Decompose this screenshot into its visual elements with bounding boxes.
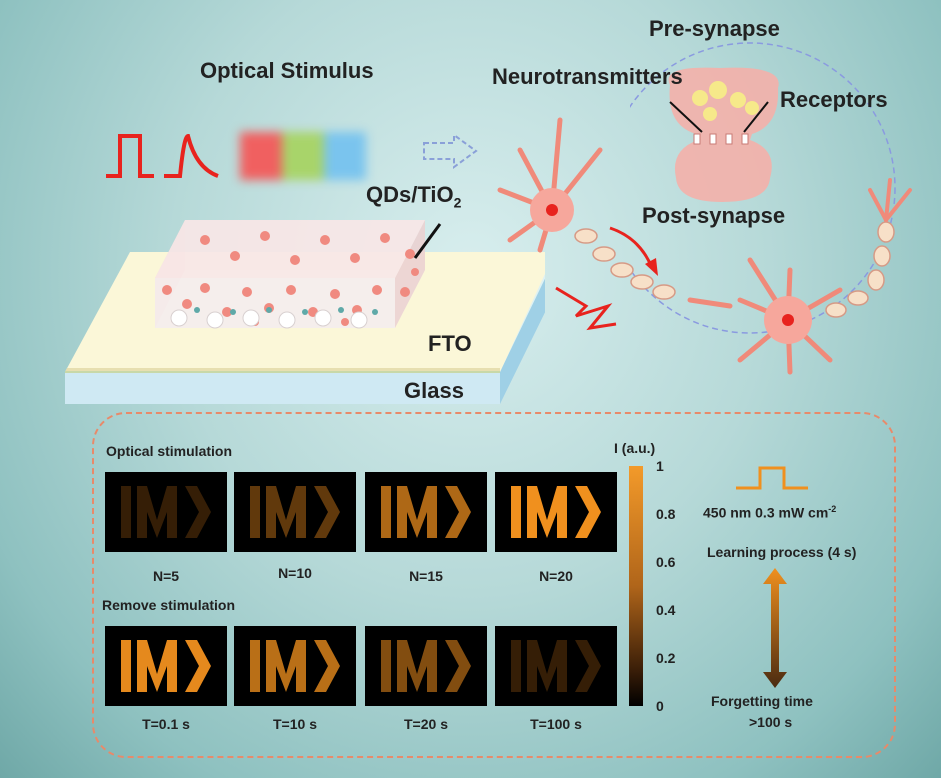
colorbar-tick: 1 <box>656 458 664 474</box>
remove-tile <box>495 626 617 706</box>
remove-tile <box>365 626 487 706</box>
im-glyph-shape <box>527 640 567 692</box>
qds-tio2-label: QDs/TiO2 <box>366 182 462 211</box>
remove-caption: T=10 s <box>273 716 317 732</box>
im-glyph-shape <box>445 640 471 692</box>
stim-tile <box>365 472 487 552</box>
im-glyph-shape <box>397 640 437 692</box>
stim-tile <box>495 472 617 552</box>
receptors-label: Receptors <box>780 87 888 112</box>
stimulus-arrow-icon <box>423 133 478 169</box>
forgetting-time-label: Forgetting time <box>711 693 813 709</box>
im-glyph-shape <box>511 640 521 692</box>
optical-stimulation-label: Optical stimulation <box>106 443 233 459</box>
learning-forgetting-arrow <box>763 568 787 688</box>
im-glyph-shape <box>381 640 391 692</box>
im-glyph-shape <box>266 486 306 538</box>
im-glyph-shape <box>185 486 211 538</box>
fto-label: FTO <box>428 331 472 356</box>
neuron-network-illustration <box>497 117 912 375</box>
im-glyph-shape <box>137 486 177 538</box>
post-synapse-label: Post-synapse <box>642 203 786 228</box>
remove-caption: T=100 s <box>530 716 582 732</box>
remove-stimulation-label: Remove stimulation <box>102 597 236 613</box>
stim-tile <box>105 472 227 552</box>
colorbar-tick: 0.8 <box>656 506 676 522</box>
stim-caption: N=15 <box>409 568 443 584</box>
stim-caption: N=5 <box>152 568 180 584</box>
stim-tile <box>234 472 356 552</box>
im-glyph-shape <box>121 640 131 692</box>
im-glyph-shape <box>575 640 601 692</box>
im-glyph-shape <box>314 640 340 692</box>
pulse-condition-label: 450 nm 0.3 mW cm-2 <box>703 504 837 521</box>
glass-label: Glass <box>404 378 464 403</box>
im-glyph-shape <box>511 486 521 538</box>
im-glyph-shape <box>266 640 306 692</box>
neurotransmitters-label: Neurotransmitters <box>492 64 683 89</box>
im-glyph-shape <box>185 640 211 692</box>
pre-synapse-label: Pre-synapse <box>649 16 780 41</box>
im-glyph-shape <box>575 486 601 538</box>
im-glyph-shape <box>397 486 437 538</box>
remove-caption: T=0.1 s <box>142 716 190 732</box>
remove-caption: T=20 s <box>404 716 448 732</box>
memory-panel <box>92 412 896 758</box>
forgetting-time-value: >100 s <box>749 714 793 730</box>
synapse-terminal-illustration <box>668 67 779 202</box>
im-glyph-shape <box>121 486 131 538</box>
im-glyph-shape <box>381 486 391 538</box>
im-glyph-shape <box>527 486 567 538</box>
pulse-signals-icon <box>106 133 219 178</box>
synapse-circle <box>630 42 896 334</box>
light-pulse-icon <box>736 466 808 490</box>
device-stack <box>65 220 545 404</box>
colorbar-tick: 0.6 <box>656 554 676 570</box>
remove-tile <box>105 626 227 706</box>
colorbar-tick: 0.2 <box>656 650 676 666</box>
learning-process-label: Learning process (4 s) <box>707 544 857 560</box>
im-glyph-shape <box>137 640 177 692</box>
im-glyph-shape <box>445 486 471 538</box>
im-glyph-shape <box>314 486 340 538</box>
colorbar-title: I (a.u.) <box>614 440 656 456</box>
im-glyph-shape <box>250 486 260 538</box>
im-glyph-shape <box>250 640 260 692</box>
colorbar-tick: 0 <box>656 698 664 714</box>
colorbar <box>629 466 643 706</box>
colorbar-tick: 0.4 <box>656 602 676 618</box>
light-spectrum-blocks <box>240 128 370 184</box>
optical-stimulus-label: Optical Stimulus <box>200 58 374 83</box>
stim-caption: N=20 <box>539 568 573 584</box>
remove-tile <box>234 626 356 706</box>
stim-caption: N=10 <box>278 565 312 581</box>
